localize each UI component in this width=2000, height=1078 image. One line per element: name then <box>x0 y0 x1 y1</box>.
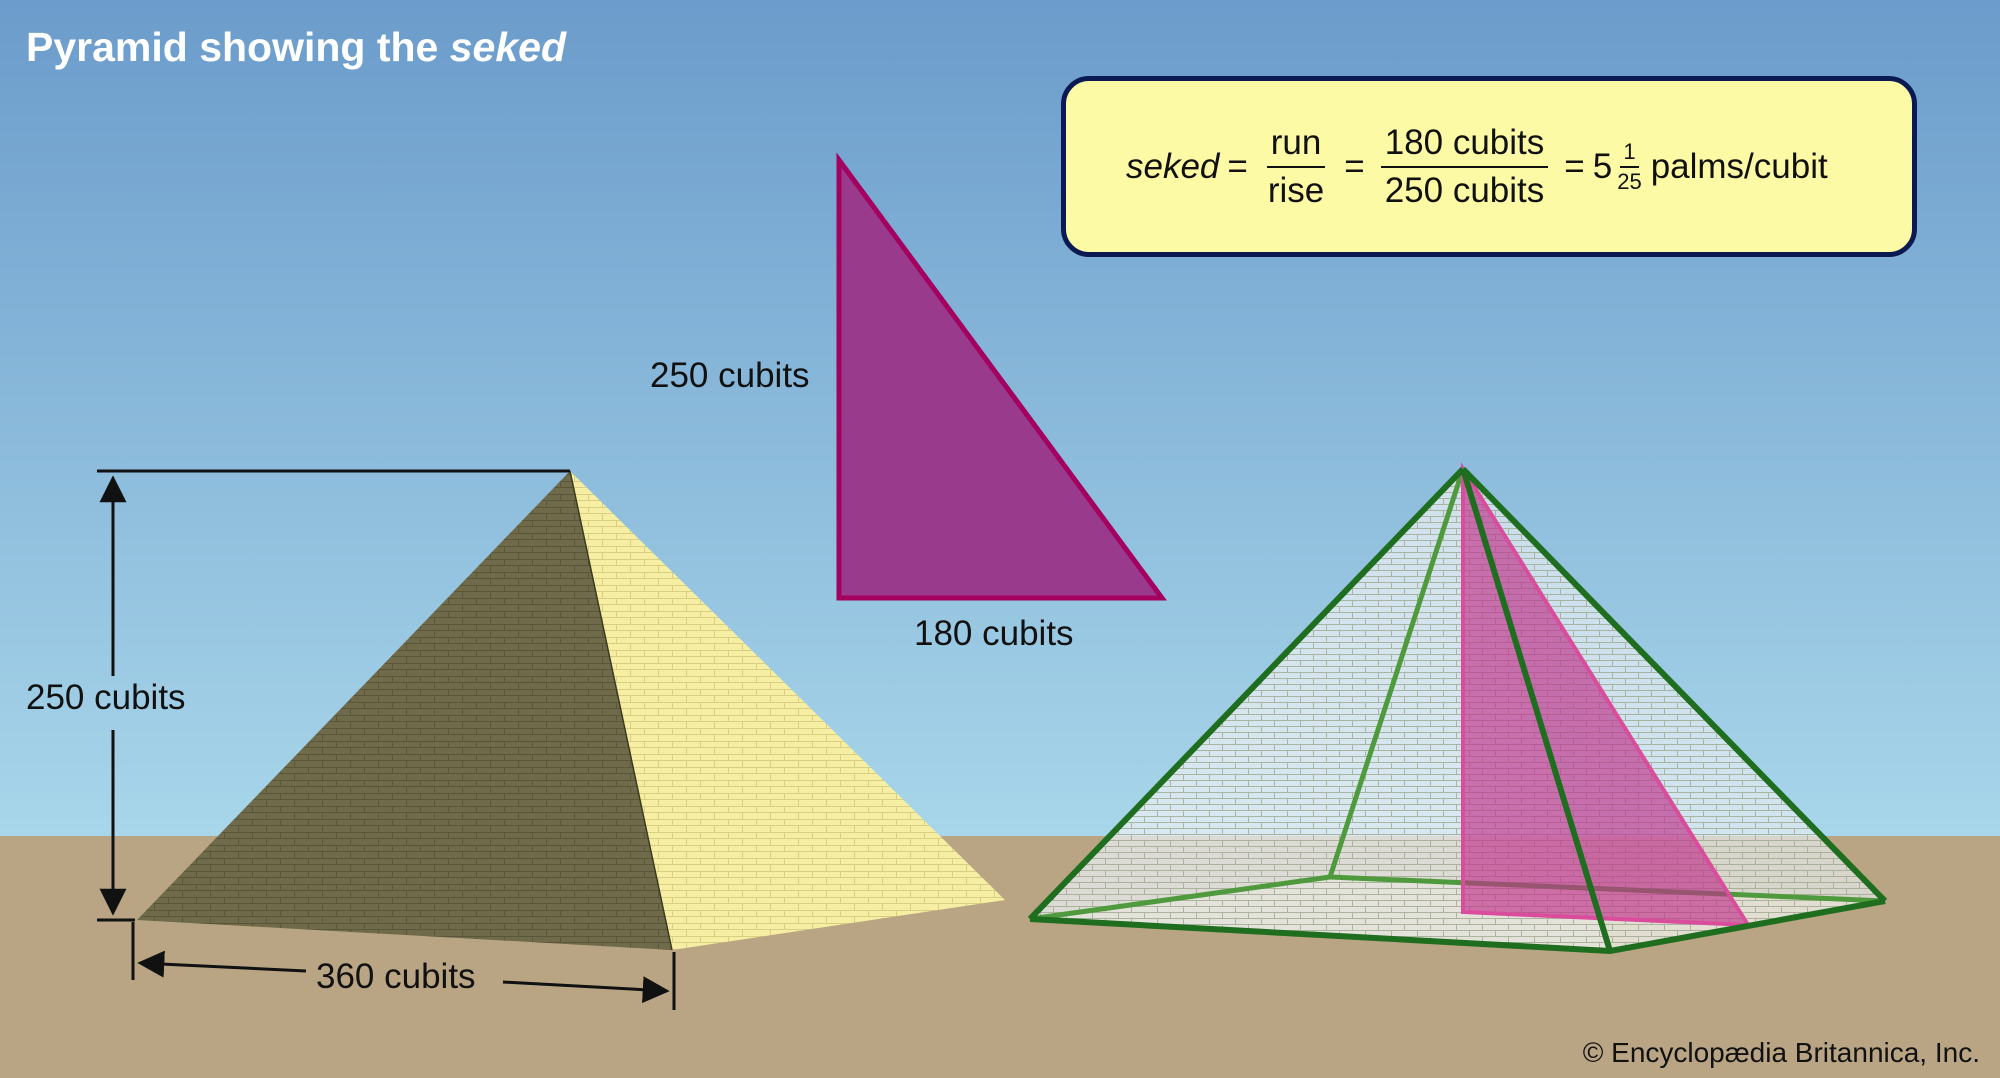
formula-lhs: seked <box>1126 146 1220 186</box>
equals-sign: = <box>1344 146 1365 186</box>
formula-box: seked = run rise = 180 cubits 250 cubits… <box>1061 76 1917 257</box>
fraction-denominator: 25 <box>1617 168 1642 194</box>
whole-number: 5 <box>1592 146 1613 186</box>
fraction-denominator: 250 cubits <box>1384 170 1545 210</box>
base-label: 360 cubits <box>316 957 476 996</box>
cubits-fraction: 180 cubits 250 cubits <box>1380 123 1549 211</box>
title-italic: seked <box>449 24 567 70</box>
height-dimension <box>97 469 570 922</box>
wireframe-pyramid <box>1027 462 1888 954</box>
left-pyramid <box>137 470 1005 951</box>
unit-label: palms/cubit <box>1650 146 1828 186</box>
seked-formula: seked = run rise = 180 cubits 250 cubits… <box>1126 81 1828 252</box>
fraction-denominator: rise <box>1267 170 1325 210</box>
fraction-numerator: run <box>1266 123 1326 168</box>
title-text: Pyramid showing the <box>26 24 439 70</box>
triangle-rise-label: 250 cubits <box>650 356 810 395</box>
pyramid-shaded-face <box>137 471 672 950</box>
pyramid-lit-face <box>570 471 1005 950</box>
fraction-numerator: 180 cubits <box>1380 123 1549 168</box>
equals-sign: = <box>1227 146 1248 186</box>
seked-triangle <box>836 152 1167 601</box>
page-title: Pyramid showing the seked <box>26 24 566 71</box>
triangle-run-label: 180 cubits <box>914 614 1074 653</box>
height-label: 250 cubits <box>26 678 186 717</box>
fraction-numerator: 1 <box>1620 139 1639 168</box>
copyright-notice: © Encyclopædia Britannica, Inc. <box>1582 1037 1980 1068</box>
equals-sign: = <box>1564 146 1585 186</box>
mixed-fraction: 1 25 <box>1614 139 1644 195</box>
wire-seked-triangle <box>1461 462 1752 928</box>
base-dimension <box>131 922 676 1010</box>
run-over-rise-fraction: run rise <box>1264 123 1328 211</box>
